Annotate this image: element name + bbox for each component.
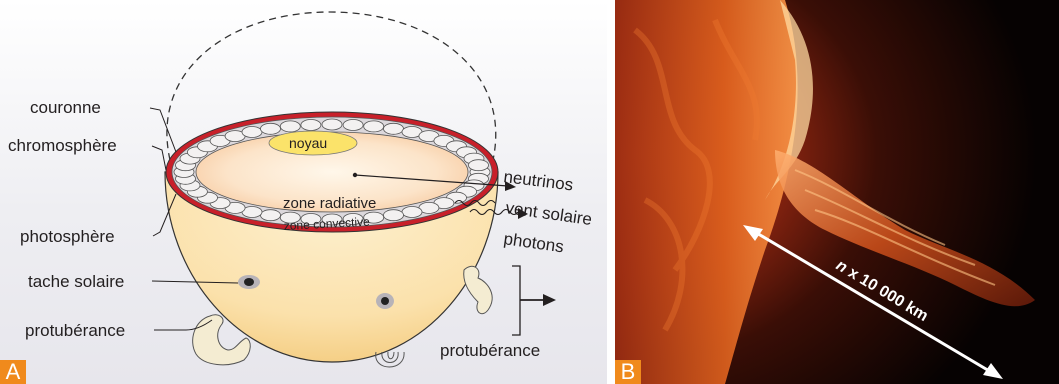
panel-b-badge: B [615,360,641,384]
arrowhead [543,294,556,306]
label-neutrinos: neutrinos [503,167,575,194]
convective-cell [469,160,489,171]
label-protuberance-right: protubérance [440,341,540,360]
label-protuberance-left: protubérance [25,321,125,340]
label-zone-radiative: zone radiative [283,195,376,212]
leader-couronne [150,108,176,152]
convective-cell [280,121,300,132]
label-noyau: noyau [289,135,327,151]
sunspot-2 [376,293,394,309]
panel-b-solar-photo: n x 10 000 km [615,0,1059,384]
convective-cell [322,119,342,130]
convective-cell [402,207,422,218]
prominence-right [464,266,492,313]
convective-cell [343,120,363,131]
neutrinos-origin [353,173,357,177]
sun-diagram: couronne chromosphère photosphère tache … [0,0,607,384]
convective-cell [384,123,404,134]
leader-chromosphere [152,146,166,170]
panel-a-badge: A [0,360,26,384]
convective-cell [301,120,321,131]
convective-cell [384,210,404,221]
label-couronne: couronne [30,98,101,117]
convective-cell [261,123,281,134]
label-chromosphere: chromosphère [8,136,117,155]
label-photosphere: photosphère [20,227,115,246]
convective-cell [242,127,262,138]
panel-a-sun-structure: couronne chromosphère photosphère tache … [0,0,607,384]
convective-cell [364,121,384,132]
convective-cell [261,210,281,221]
sunspot [238,275,260,289]
bracket [512,266,520,335]
label-tache-solaire: tache solaire [28,272,124,291]
label-photons: photons [502,229,565,256]
solar-prominence-photo: n x 10 000 km [615,0,1059,384]
label-vent-solaire: vent solaire [504,198,593,229]
